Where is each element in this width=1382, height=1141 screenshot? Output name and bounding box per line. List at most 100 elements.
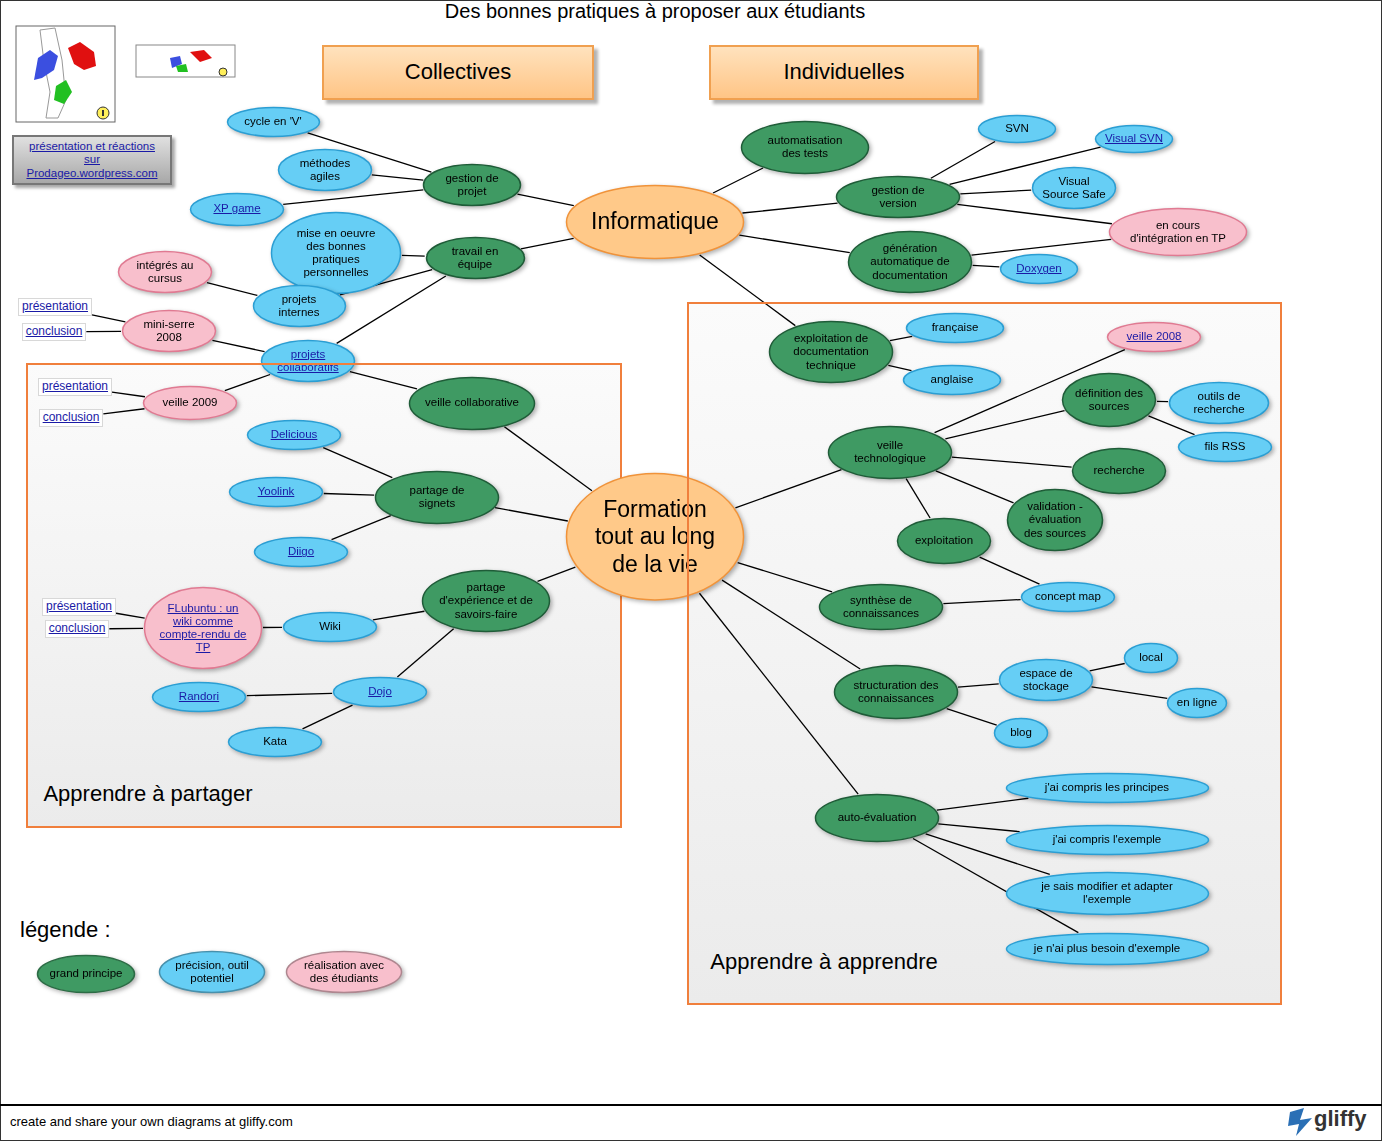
tool-ellipse: je sais modifier et adapter l'exemple xyxy=(1005,871,1210,916)
tool-ellipse: méthodes agiles xyxy=(277,148,373,192)
ellipse-shape xyxy=(1073,449,1166,494)
ellipse-shape xyxy=(426,237,524,278)
ellipse-shape xyxy=(1063,374,1156,427)
ellipse-shape xyxy=(1006,872,1208,914)
text-block: en ligne xyxy=(1174,696,1220,709)
tool-ellipse: j'ai compris l'exemple xyxy=(1005,824,1210,856)
node-text: mise en oeuvre des bonnes pratiques pers… xyxy=(287,227,385,280)
connector xyxy=(538,567,576,581)
text-block: j'ai compris l'exemple xyxy=(1031,833,1183,846)
text-block: synthèse de connaissances xyxy=(834,594,927,620)
tool-ellipse: j'ai compris les principes xyxy=(1005,772,1210,804)
text-block: validation - évaluation des sources xyxy=(1019,500,1092,540)
node-text: synthèse de connaissances xyxy=(834,594,927,620)
footer-note: create and share your own diagrams at gl… xyxy=(10,1114,293,1129)
region-frame: Apprendre à apprendreexploitation de doc… xyxy=(687,302,1282,1005)
region-ground xyxy=(26,363,622,828)
connector xyxy=(1092,687,1168,699)
tool-ellipse: cycle en 'V' xyxy=(226,106,321,138)
text-block: française xyxy=(918,321,992,334)
ellipse-shape xyxy=(248,421,341,450)
node-text: en cours d'intégration en TP xyxy=(1126,219,1230,245)
connector xyxy=(521,238,574,249)
text-block: outils de recherche xyxy=(1181,390,1256,416)
node-text: XP game xyxy=(201,202,272,215)
node-text: Dojo xyxy=(344,685,415,698)
hub-ellipse: Formation tout au long de la vie xyxy=(565,472,745,601)
connector xyxy=(207,283,257,296)
legend-title: légende : xyxy=(20,917,111,943)
ellipse-shape xyxy=(284,613,377,642)
text-block: Individuelles xyxy=(717,59,971,84)
node-text: FLubuntu : un wiki comme compte-rendu de… xyxy=(159,602,248,655)
node-text: je sais modifier et adapter l'exemple xyxy=(1031,880,1183,906)
region-title: Apprendre à apprendre xyxy=(709,948,939,977)
tool-ellipse: Kata xyxy=(227,726,323,758)
text-block: recherche xyxy=(1083,464,1154,477)
legend-text: grand principe xyxy=(48,967,124,980)
tool-ellipse: XP game xyxy=(189,192,285,227)
connector xyxy=(283,190,423,204)
realisation-ellipse: intégrés au cursus xyxy=(117,250,213,294)
node-text: recherche xyxy=(1083,464,1154,477)
node-text: Delicious xyxy=(258,428,329,441)
connector xyxy=(958,684,999,687)
ellipse-shape xyxy=(253,285,345,326)
ellipse-shape xyxy=(904,366,1001,395)
connector xyxy=(92,315,125,322)
text-block: veille 2009 xyxy=(154,396,225,409)
text-block: présentation xyxy=(22,300,88,314)
ellipse-shape xyxy=(1110,209,1247,256)
node-text: Visual SVN xyxy=(1104,132,1163,145)
realisation-ellipse: FLubuntu : un wiki comme compte-rendu de… xyxy=(143,586,263,670)
text-block: présentation xyxy=(42,380,108,394)
hub-ellipse: Informatique xyxy=(565,184,745,260)
ellipse-shape xyxy=(979,116,1056,143)
principle-ellipse: définition des sources xyxy=(1061,372,1157,428)
tool-ellipse: mise en oeuvre des bonnes pratiques pers… xyxy=(270,211,402,295)
connector xyxy=(739,235,849,252)
ellipse-shape xyxy=(898,519,991,564)
node-text: Informatique xyxy=(588,208,721,236)
ellipse-shape xyxy=(1108,323,1201,352)
text-block: automatisation des tests xyxy=(757,134,853,160)
realisation-ellipse: mini-serre 2008 xyxy=(121,309,217,353)
ellipse-shape xyxy=(1179,433,1272,462)
ellipse-shape xyxy=(191,193,284,225)
principle-ellipse: recherche xyxy=(1071,447,1167,495)
connector xyxy=(517,194,573,205)
text-block: Randori xyxy=(163,690,234,703)
text-block: anglaise xyxy=(915,373,989,386)
text-block: intégrés au cursus xyxy=(129,259,200,285)
node-text: validation - évaluation des sources xyxy=(1019,500,1092,540)
link-label-box: conclusion xyxy=(39,409,104,427)
legend-item: réalisation avec des étudiants xyxy=(285,950,403,994)
node-text: je n'ai plus besoin d'exemple xyxy=(1031,942,1183,955)
node-text: blog xyxy=(1000,726,1041,739)
text-block: mise en oeuvre des bonnes pratiques pers… xyxy=(287,227,385,280)
connector xyxy=(943,600,1020,604)
text-block: projets collaboratifs xyxy=(272,348,343,374)
node-text: Wiki xyxy=(294,620,365,633)
connector xyxy=(888,365,911,370)
diagram-title: Des bonnes pratiques à proposer aux étud… xyxy=(420,0,890,24)
text-block: Collectives xyxy=(330,59,586,84)
region-title: Apprendre à partager xyxy=(38,780,258,809)
text-block: gestion de version xyxy=(851,184,944,210)
tool-ellipse: Visual SVN xyxy=(1094,124,1174,154)
ellipse-shape xyxy=(1033,167,1116,208)
connector xyxy=(495,508,568,521)
connector xyxy=(938,824,1019,832)
tool-ellipse: anglaise xyxy=(902,364,1002,396)
ellipse-shape xyxy=(279,149,372,190)
connector xyxy=(112,392,145,397)
principle-ellipse: gestion de projet xyxy=(422,163,522,207)
principle-ellipse: veille collaborative xyxy=(408,376,536,431)
map-logo-small xyxy=(136,45,235,77)
connector xyxy=(1090,664,1125,671)
node-text: projets collaboratifs xyxy=(272,348,343,374)
tool-ellipse: blog xyxy=(993,717,1049,749)
text-block: conclusion xyxy=(43,411,100,425)
ellipse-shape xyxy=(995,719,1048,748)
principle-ellipse: gestion de version xyxy=(835,175,961,219)
